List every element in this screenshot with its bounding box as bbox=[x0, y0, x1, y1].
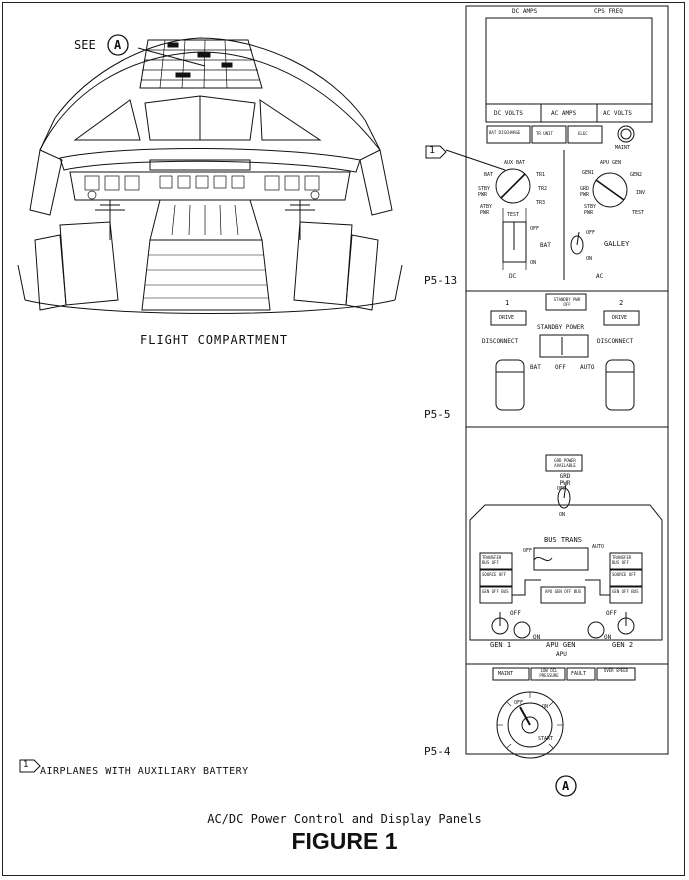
figure-caption: AC/DC Power Control and Display Panels bbox=[207, 812, 482, 826]
gen-2-label: GEN 2 bbox=[612, 641, 634, 649]
source-off-light-1: SOURCE OFF bbox=[482, 572, 507, 577]
dc-amps-label: DC AMPS bbox=[512, 8, 538, 15]
dc-sel-atby-pwr: ATBY PWR bbox=[480, 204, 493, 216]
apu-selector-off: OFF bbox=[514, 700, 524, 706]
apu-selector-start: START bbox=[538, 736, 554, 742]
source-off-light-2: SOURCE OFF bbox=[612, 572, 637, 577]
drive-1-light: DRIVE bbox=[499, 315, 515, 321]
dc-sel-tr3: TR3 bbox=[536, 200, 546, 206]
transfer-bus-off-light-1: TRANSFER BUS OFF bbox=[482, 555, 502, 565]
flight-compartment-title: FLIGHT COMPARTMENT bbox=[140, 333, 289, 347]
ac-sel-test: TEST bbox=[632, 210, 645, 216]
ac-sel-stby-pwr: STBY PWR bbox=[584, 204, 597, 216]
drive-1-number: 1 bbox=[505, 299, 510, 307]
grd-pwr-on: ON bbox=[559, 512, 566, 518]
gen-2-switch-on: ON bbox=[604, 634, 612, 641]
bus-trans-label: BUS TRANS bbox=[544, 536, 582, 544]
apu-gen-label: APU GEN bbox=[546, 641, 576, 649]
apu-maint-light: MAINT bbox=[498, 671, 514, 677]
note-number: 1 bbox=[23, 760, 29, 770]
ac-section-label: AC bbox=[596, 273, 604, 280]
drive-2-light: DRIVE bbox=[612, 315, 628, 321]
grd-power-available-light: GRD POWER AVAILABLE bbox=[554, 458, 576, 468]
tr-unit-light: TR UNIT bbox=[536, 131, 553, 136]
gen-1-switch-on: ON bbox=[533, 634, 541, 641]
bus-trans-auto: AUTO bbox=[592, 544, 605, 550]
gen-2-switch-off: OFF bbox=[606, 610, 617, 617]
galley-switch-label: GALLEY bbox=[604, 240, 630, 248]
grd-pwr-off: OFF bbox=[557, 486, 567, 492]
elec-light: ELEC bbox=[578, 131, 588, 136]
galley-switch-off: OFF bbox=[586, 230, 596, 236]
dc-section-label: DC bbox=[509, 273, 517, 280]
ac-sel-inv: INV bbox=[636, 190, 646, 196]
dc-sel-tr2: TR2 bbox=[538, 186, 548, 192]
panel-label-p5-5: P5-5 bbox=[424, 408, 451, 421]
gen-off-bus-light-2: GEN OFF BUS bbox=[612, 589, 639, 594]
dc-sel-bat: BAT bbox=[484, 172, 494, 178]
apu-fault-light: FAULT bbox=[571, 671, 587, 677]
ac-volts-label: AC VOLTS bbox=[603, 110, 632, 117]
ac-sel-grd-pwr: GRD PWR bbox=[580, 186, 590, 198]
bottom-callout-letter: A bbox=[562, 779, 570, 793]
callout-1-number: 1 bbox=[429, 145, 436, 156]
apu-low-oil-light: LOW OIL PRESSURE bbox=[539, 668, 559, 678]
disconnect-1-label: DISCONNECT bbox=[482, 338, 519, 345]
galley-switch-on: ON bbox=[586, 256, 593, 262]
standby-pwr-off-light: STANDBY PWR OFF bbox=[553, 297, 581, 307]
apu-gen-off-bus-light: APU GEN OFF BUS bbox=[544, 589, 582, 594]
transfer-bus-off-light-2: TRANSFER BUS OFF bbox=[612, 555, 632, 565]
dc-sel-aux-bat: AUX BAT bbox=[504, 160, 526, 166]
standby-bat-position: BAT bbox=[530, 364, 541, 371]
apu-selector-on: ON bbox=[542, 704, 549, 710]
see-label: SEE bbox=[74, 38, 96, 52]
ac-sel-apu-gen: APU GEN bbox=[600, 160, 622, 166]
standby-power-label: STANDBY POWER bbox=[537, 324, 584, 331]
dc-sel-test: TEST bbox=[507, 212, 520, 218]
maint-button-label: MAINT bbox=[615, 145, 631, 151]
figure-title: FIGURE 1 bbox=[291, 828, 398, 854]
dc-sel-stby-pwr: STBY PWR bbox=[478, 186, 491, 198]
flight-compartment-illustration bbox=[17, 34, 403, 314]
see-callout-letter: A bbox=[114, 38, 122, 52]
standby-auto-position: AUTO bbox=[580, 364, 595, 371]
dc-sel-tr1: TR1 bbox=[536, 172, 546, 178]
bat-switch-on: ON bbox=[530, 260, 537, 266]
cps-freq-label: CPS FREQ bbox=[594, 8, 623, 15]
bat-discharge-light: BAT DISCHARGE bbox=[489, 130, 521, 135]
panel-label-p5-13: P5-13 bbox=[424, 274, 458, 287]
ac-amps-label: AC AMPS bbox=[551, 110, 577, 117]
dc-volts-label: DC VOLTS bbox=[494, 110, 523, 117]
grd-pwr-label: GRD PWR bbox=[559, 473, 571, 487]
ac-sel-gen2: GEN2 bbox=[630, 172, 643, 178]
ac-sel-gen1: GEN1 bbox=[582, 170, 595, 176]
gen-off-bus-light-1: GEN OFF BUS bbox=[482, 589, 509, 594]
panel-label-p5-4: P5-4 bbox=[424, 745, 451, 758]
drive-2-number: 2 bbox=[619, 299, 624, 307]
standby-off-position: OFF bbox=[555, 364, 566, 371]
gen-1-label: GEN 1 bbox=[490, 641, 512, 649]
apu-label: APU bbox=[556, 651, 567, 658]
note-text: AIRPLANES WITH AUXILIARY BATTERY bbox=[40, 766, 249, 777]
bat-switch-off: OFF bbox=[530, 226, 540, 232]
gen-1-switch-off: OFF bbox=[510, 610, 521, 617]
disconnect-2-label: DISCONNECT bbox=[597, 338, 634, 345]
apu-over-speed-light: OVER SPEED bbox=[603, 668, 629, 673]
bat-switch-label: BAT bbox=[540, 242, 551, 249]
bus-trans-off: OFF bbox=[523, 548, 533, 554]
